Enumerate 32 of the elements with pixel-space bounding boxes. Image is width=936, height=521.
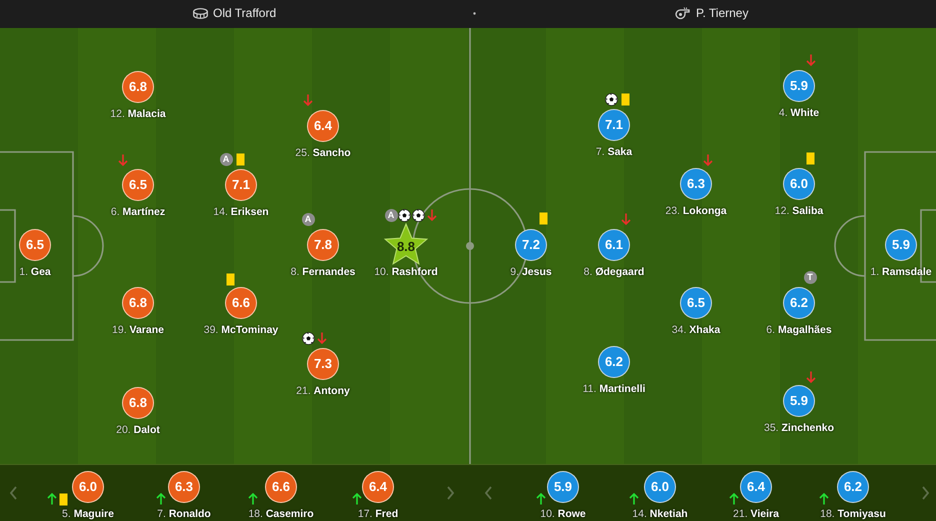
player-name: 7. Saka [596, 146, 632, 159]
referee-name: P. Tierney [696, 5, 748, 21]
player-name: 20. Dalot [116, 424, 160, 437]
player-name: 17. Fred [358, 508, 398, 521]
player-name: 6. Martínez [110, 206, 166, 219]
player-name: 12. Saliba [774, 205, 824, 218]
player-name: 34. Xhaka [672, 324, 720, 337]
player-name: 23. Lokonga [665, 205, 727, 218]
player-name: 14. Nketiah [632, 508, 688, 521]
player-name: 21. Antony [296, 385, 350, 398]
player-name: 14. Eriksen [213, 206, 269, 219]
player-name: 1. Gea [19, 266, 51, 279]
player-name: 39. McTominay [204, 324, 278, 337]
player-name: 6. Magalhães [766, 324, 832, 337]
player-name: 9. Jesus [510, 266, 552, 279]
player-name: 5. Maguire [62, 508, 114, 521]
player-name: 21. Vieira [733, 508, 779, 521]
player-name: 18. Tomiyasu [820, 508, 886, 521]
player-name: 35. Zinchenko [764, 422, 834, 435]
player-name: 18. Casemiro [248, 508, 314, 521]
player-name: 7. Ronaldo [157, 508, 211, 521]
player-name: 1. Ramsdale [870, 266, 932, 279]
player-name: 10. Rashford [374, 266, 438, 279]
player-name: 10. Rowe [540, 508, 586, 521]
player-name: 12. Malacia [110, 108, 166, 121]
player-name: 8. Ødegaard [584, 266, 644, 279]
player-name: 8. Fernandes [290, 266, 356, 279]
player-name: 19. Varane [112, 324, 164, 337]
player-name: 11. Martinelli [582, 383, 646, 396]
player-name: 25. Sancho [295, 147, 351, 160]
venue-name: Old Trafford [213, 5, 276, 21]
player-name: 4. White [778, 107, 820, 120]
